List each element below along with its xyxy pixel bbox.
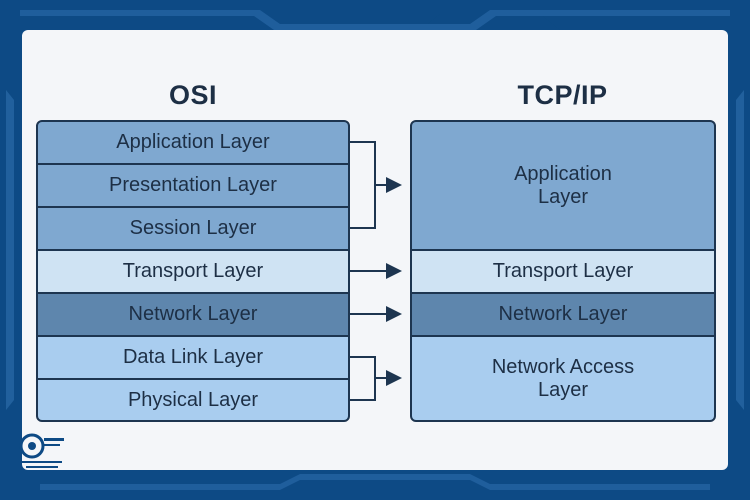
tcpip-stack: Application Layer Transport Layer Networ… (410, 120, 716, 422)
osi-layer-data-link: Data Link Layer (38, 337, 348, 380)
tcpip-layer-application: Application Layer (412, 122, 714, 251)
tcpip-layer-network: Network Layer (412, 294, 714, 337)
osi-layer-physical: Physical Layer (38, 380, 348, 420)
tcpip-layer-transport: Transport Layer (412, 251, 714, 294)
osi-layer-presentation: Presentation Layer (38, 165, 348, 208)
tcpip-layer-network-access: Network Access Layer (412, 337, 714, 420)
logo-icon (19, 433, 64, 468)
osi-layer-session: Session Layer (38, 208, 348, 251)
osi-title: OSI (168, 80, 217, 110)
osi-stack: Application Layer Presentation Layer Ses… (36, 120, 350, 422)
osi-layer-network: Network Layer (38, 294, 348, 337)
tcpip-title: TCP/IP (517, 80, 608, 110)
osi-layer-transport: Transport Layer (38, 251, 348, 294)
osi-layer-application: Application Layer (38, 122, 348, 165)
